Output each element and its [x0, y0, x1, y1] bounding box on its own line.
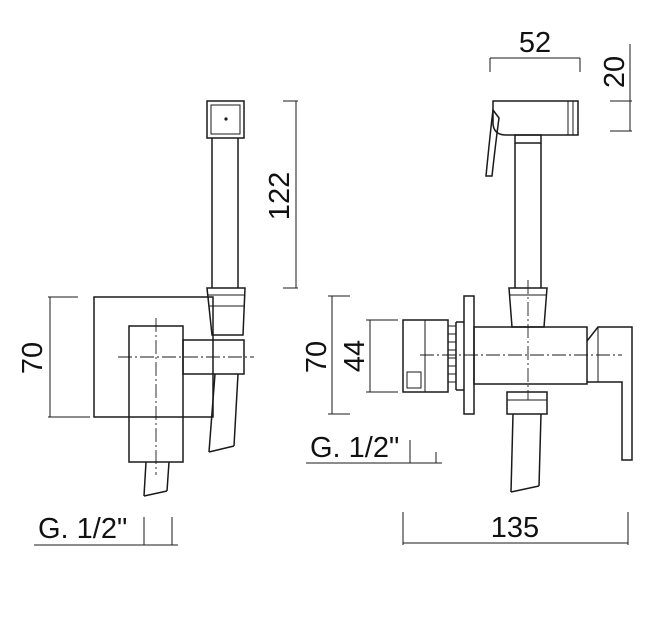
front-body [473, 326, 588, 385]
dim-135-label: 135 [491, 512, 539, 544]
dim-122: 122 [264, 100, 298, 289]
side-thread-label: G. 1/2" [38, 513, 127, 545]
front-view: 52 20 70 44 G. 1/2" [301, 27, 633, 545]
side-hose [143, 373, 239, 497]
side-collar [206, 287, 246, 336]
dim-20: 20 [599, 44, 632, 132]
side-spray-head [206, 100, 245, 139]
front-arm [514, 134, 542, 288]
dim-70-side-label: 70 [17, 342, 49, 374]
front-spray-head [485, 100, 579, 177]
side-view: 122 70 G. 1/2" [17, 100, 298, 546]
front-thread-label: G. 1/2" [310, 432, 399, 464]
dim-70-front-label: 70 [301, 341, 333, 373]
dim-52: 52 [489, 27, 581, 72]
front-thread-callout: G. 1/2" [306, 432, 442, 464]
dim-44-label: 44 [339, 340, 371, 372]
front-handle [586, 326, 633, 461]
front-bottom-connector [506, 391, 548, 493]
side-thread-callout: G. 1/2" [34, 513, 178, 546]
dim-44: 44 [339, 319, 398, 393]
dim-122-label: 122 [264, 172, 296, 220]
front-valve-cap [402, 319, 449, 393]
dim-135: 135 [402, 512, 629, 545]
side-outlet [182, 339, 245, 375]
front-flange [448, 295, 475, 415]
dim-70-side: 70 [17, 296, 90, 418]
dim-70-front: 70 [301, 295, 350, 415]
dim-52-label: 52 [519, 27, 551, 59]
dim-20-label: 20 [599, 56, 631, 88]
side-arm [211, 138, 239, 288]
